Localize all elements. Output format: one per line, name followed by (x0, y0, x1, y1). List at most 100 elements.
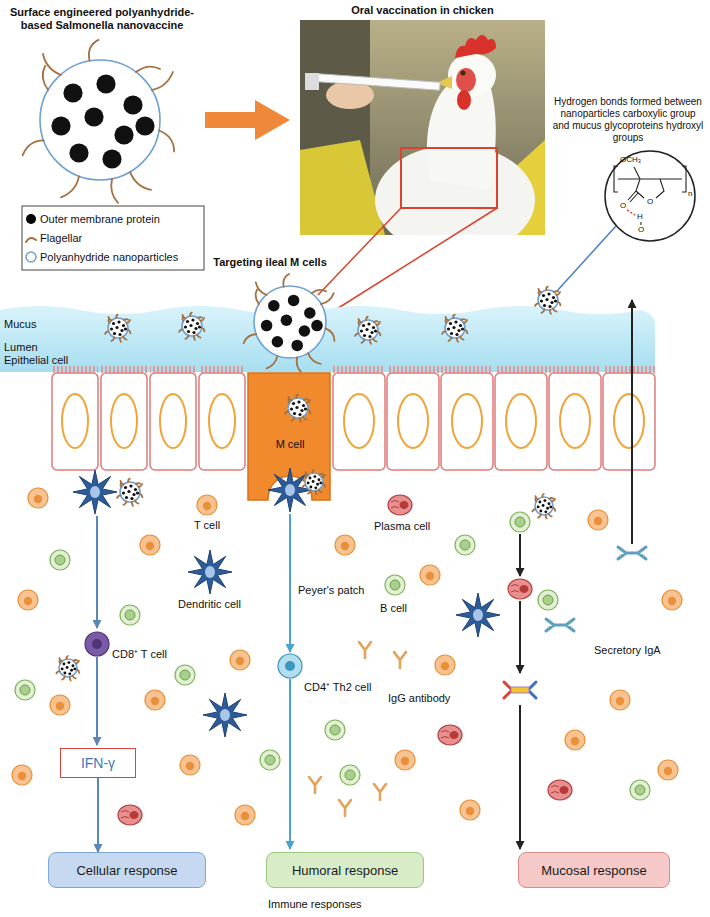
panel-heading: Targeting ileal M cells (205, 256, 335, 269)
t-cells-part (180, 755, 200, 775)
cell-label: Dendritic cell (178, 598, 241, 611)
hydrogen-bond (627, 210, 635, 215)
plasma-cells-part (388, 495, 412, 515)
plasma-cells (118, 495, 572, 825)
chicken-photo-part (455, 35, 496, 58)
secretory-iga (618, 547, 646, 559)
plasma-cells-part (438, 725, 462, 745)
chem-atom: O (638, 225, 644, 235)
nanoparticle-small (285, 395, 310, 422)
t-cells-part (395, 750, 415, 770)
plasma-cells-part (118, 805, 142, 825)
chicken-photo-part (318, 74, 440, 90)
b-cells-part (630, 780, 650, 800)
cd8-nucleus (92, 639, 102, 649)
dendritic-cells (73, 468, 500, 737)
chicken-photo-part (457, 90, 471, 110)
chem-structure (614, 166, 686, 225)
epithelial-cells-part (398, 394, 428, 448)
nanoparticle-small (105, 315, 130, 342)
epithelial-cells-part (333, 366, 385, 373)
orange-arrow (205, 100, 290, 140)
footer-label: Immune responses (268, 898, 362, 911)
response-box: Mucosal response (518, 852, 670, 888)
secretory-iga (546, 619, 574, 631)
mucus-layer (0, 306, 655, 372)
dendritic-cells-part (188, 550, 232, 594)
b-cells-part (510, 512, 530, 532)
epithelial-cells-part (506, 394, 536, 448)
node-text: Humoral response (292, 863, 398, 878)
b-cells-part (50, 550, 70, 570)
t-cells-part (420, 565, 440, 585)
region-label: Mucus (4, 318, 36, 331)
nanoparticle-small (442, 315, 467, 342)
b-cells-part (260, 750, 280, 770)
t-cells-part (610, 690, 630, 710)
b-cells-part (340, 765, 360, 785)
epithelial-cells-part (333, 373, 385, 470)
igg-antibodies-part (309, 777, 321, 793)
igg-antibodies (309, 642, 406, 816)
t-cells-part (658, 760, 678, 780)
b-cells-part (15, 680, 35, 700)
igg-antibodies-part (374, 784, 386, 800)
epithelial-cells-part (209, 394, 235, 448)
chem-structure-part (636, 179, 644, 198)
legend-text: Polyanhydride nanoparticles (40, 251, 178, 264)
epithelial-cells-part (52, 366, 98, 373)
b-cells-part (175, 665, 195, 685)
flow-arrow (97, 778, 99, 852)
t-cells-part (335, 535, 355, 555)
chem-structure-part (640, 222, 641, 225)
node-text: Mucosal response (541, 863, 647, 878)
chicken-photo (300, 20, 545, 235)
chem-structure-part (628, 191, 638, 202)
flagella-sample (26, 238, 36, 242)
cell-label: CD8⁺ T cell (112, 648, 167, 661)
nanoparticle-small (117, 479, 142, 506)
chem-atom: H (637, 212, 643, 222)
chem-structure-part (634, 167, 640, 179)
epithelial-cells-part (150, 373, 196, 470)
legend-text: Flagellar (40, 232, 82, 245)
nanoparticle-small (355, 317, 380, 344)
chem-atom: n (688, 189, 692, 199)
epithelial-cells-part (150, 366, 196, 373)
b-cells-part (325, 720, 345, 740)
pathway-arrow (631, 300, 633, 544)
t-cells-part (588, 510, 608, 530)
chem-structure-part (682, 166, 686, 192)
pathway-arrow (519, 534, 521, 576)
cd4-t-cell (278, 654, 302, 678)
t-cells-part (230, 650, 250, 670)
legend-box (22, 206, 204, 270)
igg-antibodies-part (359, 642, 371, 658)
zoom-line (318, 208, 401, 295)
epithelial-cells-part (111, 394, 137, 448)
epithelial-cells-part (560, 394, 590, 448)
molecule-label: Secretory IgA (594, 644, 661, 657)
chem-structure-part (656, 179, 664, 198)
pathway-arrow (96, 516, 98, 628)
panel-heading: Oral vaccination in chicken (300, 4, 545, 17)
nanoparticle-large (23, 40, 175, 203)
epithelial-cells-part (614, 394, 644, 448)
t-cells-part (460, 800, 480, 820)
molecule-label: IgG antibody (388, 692, 450, 705)
zoom-box (401, 148, 497, 208)
t-cells-part (435, 655, 455, 675)
cell-label: T cell (194, 519, 220, 532)
t-cells-part (662, 590, 682, 610)
chicken-photo-part (427, 80, 496, 190)
nanoparticle-small (179, 313, 204, 340)
nanoparticle-small (302, 470, 325, 494)
t-cells-part (145, 690, 165, 710)
t-cells-part (18, 590, 38, 610)
response-box: Humoral response (266, 852, 424, 888)
chicken-photo-part (300, 140, 385, 235)
chem-structure-part (618, 178, 682, 179)
epithelial-cells-part (101, 366, 147, 373)
response-box: Cellular response (48, 852, 206, 888)
